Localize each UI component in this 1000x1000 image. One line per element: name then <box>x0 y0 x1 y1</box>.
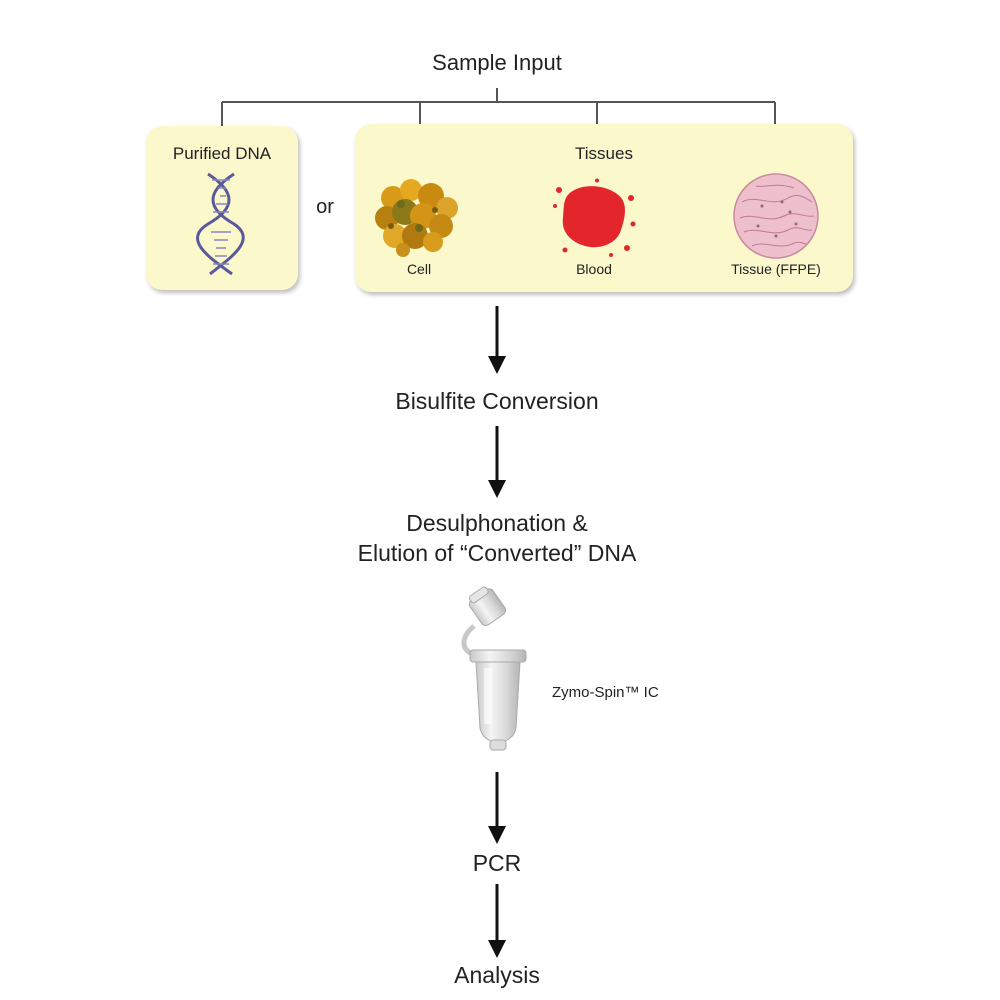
analysis-step: Analysis <box>454 962 540 988</box>
or-label: or <box>316 196 334 218</box>
spin-column-icon <box>461 586 527 751</box>
tissue-section-icon <box>733 173 819 259</box>
purified-dna-panel: Purified DNA <box>146 126 298 290</box>
arrow-down-icon <box>488 356 506 374</box>
bisulfite-conversion-step: Bisulfite Conversion <box>395 388 599 414</box>
zymo-spin-label: Zymo-Spin™ IC <box>552 684 659 701</box>
tissues-panel: Tissues Cell Blood <box>355 124 853 292</box>
desulphonation-step-line1: Desulphonation & <box>406 510 588 536</box>
arrow-down-icon <box>488 826 506 844</box>
dna-helix-icon <box>196 172 245 276</box>
sample-input-title: Sample Input <box>432 50 562 75</box>
pcr-step: PCR <box>472 850 522 876</box>
tissues-label: Tissues <box>575 144 633 163</box>
arrow-down-icon <box>488 480 506 498</box>
desulphonation-step-line2: Elution of “Converted” DNA <box>357 540 637 566</box>
tissue-ffpe-label: Tissue (FFPE) <box>731 261 821 277</box>
cell-label: Cell <box>406 261 432 277</box>
blood-label: Blood <box>576 261 612 277</box>
blood-splash-icon <box>553 178 636 257</box>
arrow-down-icon <box>488 940 506 958</box>
cell-cluster-icon <box>375 179 458 257</box>
purified-dna-label: Purified DNA <box>172 144 272 163</box>
